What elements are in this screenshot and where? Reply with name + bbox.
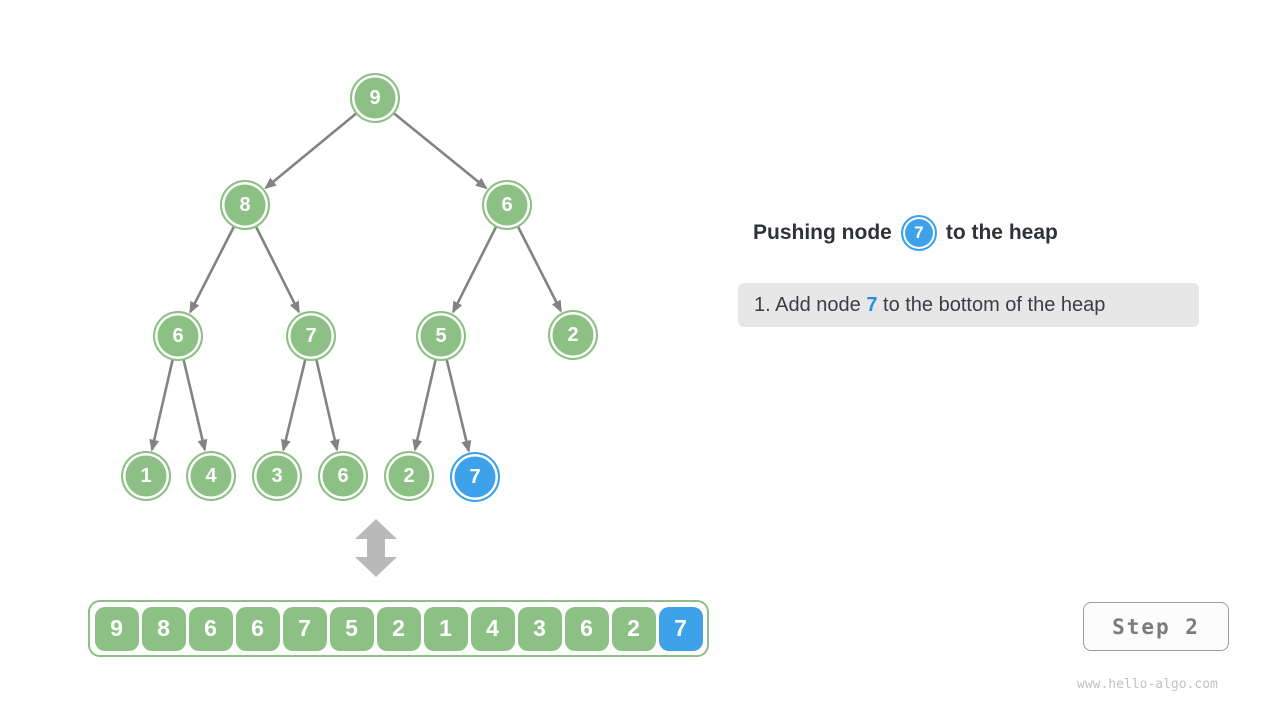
tree-edge xyxy=(280,357,307,452)
tree-node: 4 xyxy=(186,451,236,501)
tree-node: 5 xyxy=(416,311,466,361)
array-cell: 2 xyxy=(611,606,656,651)
title-prefix: Pushing node xyxy=(753,221,892,244)
heap-array: 9 8 6 6 7 5 2 1 4 3 6 2 7 xyxy=(88,600,709,657)
array-cell: 6 xyxy=(564,606,609,651)
instruction-highlight: 7 xyxy=(866,293,878,316)
figure-title: Pushing node 7 to the heap xyxy=(753,212,1058,254)
tree-node: 6 xyxy=(153,311,203,361)
tree-edge xyxy=(149,358,175,452)
tree-edge xyxy=(264,111,359,190)
tree-edge xyxy=(254,224,300,314)
tree-node: 6 xyxy=(482,180,532,230)
array-cell: 1 xyxy=(423,606,468,651)
pushed-node-badge: 7 xyxy=(900,215,937,251)
tree-edge xyxy=(412,358,438,452)
array-cell: 3 xyxy=(517,606,562,651)
array-cell: 6 xyxy=(188,606,233,651)
array-cell: 5 xyxy=(329,606,374,651)
tree-edge xyxy=(314,358,340,452)
step-badge: Step 2 xyxy=(1083,602,1229,651)
instruction-suffix: to the bottom of the heap xyxy=(877,293,1106,316)
tree-edge xyxy=(516,224,562,313)
tree-edge xyxy=(445,358,472,453)
array-cell: 6 xyxy=(235,606,280,651)
tree-node-highlighted: 7 xyxy=(450,452,500,502)
tree-node: 2 xyxy=(548,310,598,360)
tree-node: 2 xyxy=(384,451,434,501)
tree-edge xyxy=(392,111,488,190)
array-cell-highlighted: 7 xyxy=(658,606,703,651)
tree-edge xyxy=(189,224,236,314)
tree-node: 8 xyxy=(220,180,270,230)
array-cell: 9 xyxy=(94,606,139,651)
title-suffix: to the heap xyxy=(945,221,1058,244)
tree-node: 1 xyxy=(121,451,171,501)
tree-node: 9 xyxy=(350,73,400,123)
tree-edge xyxy=(182,358,208,452)
array-cell: 4 xyxy=(470,606,515,651)
tree-node: 6 xyxy=(318,451,368,501)
instruction-box: 1. Add node 7 to the bottom of the heap xyxy=(738,283,1199,327)
tree-array-equivalence-icon xyxy=(355,519,397,577)
tree-edge xyxy=(452,224,498,314)
tree-node: 7 xyxy=(286,311,336,361)
array-cell: 7 xyxy=(282,606,327,651)
instruction-prefix: 1. Add node xyxy=(754,293,867,316)
tree-node: 3 xyxy=(252,451,302,501)
array-cell: 8 xyxy=(141,606,186,651)
watermark: www.hello-algo.com xyxy=(1077,677,1218,692)
array-cell: 2 xyxy=(376,606,421,651)
